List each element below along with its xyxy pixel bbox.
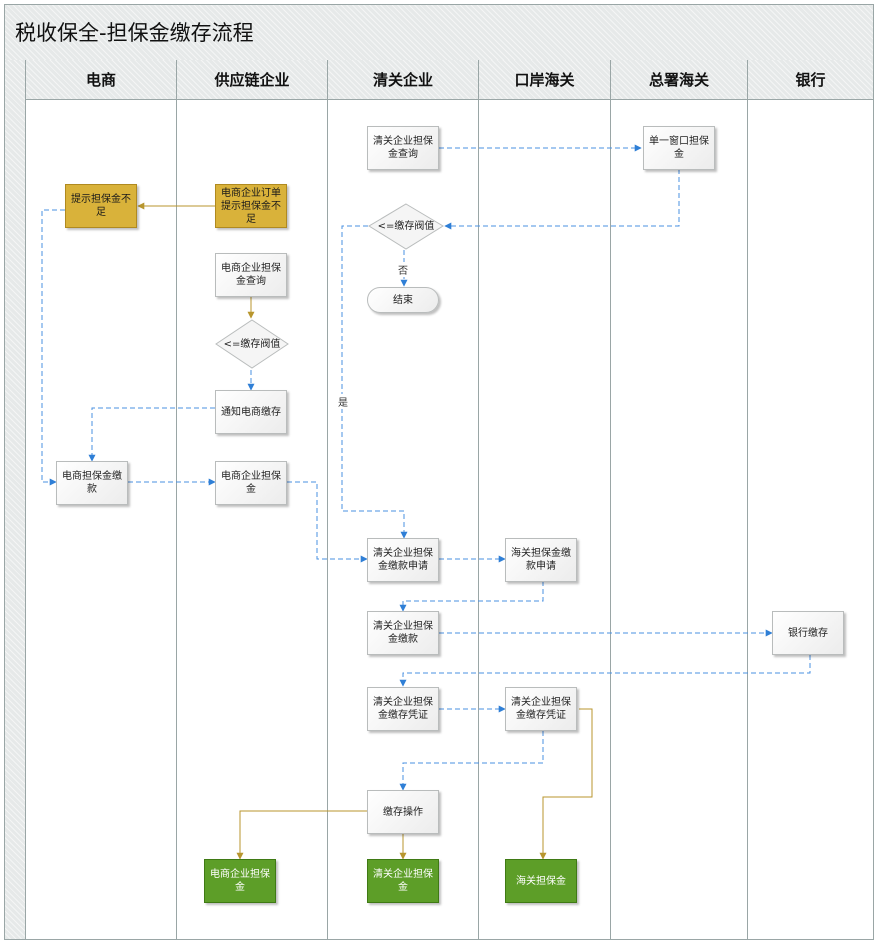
order-insufficient-alert-node: 电商企业订单提示担保金不足: [215, 184, 287, 228]
broker-deposit-output-node: 清关企业担保金: [367, 859, 439, 903]
lane-divider: [478, 100, 479, 939]
yes-label: 是: [338, 394, 348, 409]
end-node: 结束: [367, 287, 439, 313]
edge-kahg-voucher-to-operate: [399, 731, 544, 791]
broker-threshold-decision-label: <=缴存阀值: [377, 220, 435, 232]
diagram-frame: 税收保全-担保金缴存流程 电商 供应链企业 清关企业 口岸海关 总署海关 银行: [4, 4, 874, 940]
lane-header-bank: 银行: [748, 60, 873, 100]
bank-deposit-node: 银行缴存: [772, 611, 844, 655]
lane-divider: [747, 100, 748, 939]
lane-divider: [327, 100, 328, 939]
ecommerce-payment-node: 电商担保金缴款: [56, 461, 128, 505]
connector-layer: [41, 144, 811, 860]
edge-gyl-deposit-to-apply: [287, 481, 368, 563]
lane-header-customs-broker: 清关企业: [328, 60, 479, 100]
insufficient-deposit-alert-node: 提示担保金不足: [65, 184, 137, 228]
broker-payment-request-node: 清关企业担保金缴款申请: [367, 538, 439, 582]
edge-kahg-voucher-to-out-hg: [539, 708, 593, 860]
customs-deposit-output-node: 海关担保金: [505, 859, 577, 903]
edge-notify-to-ds-pay: [88, 407, 215, 462]
edge-decision-yes-to-apply: [341, 225, 408, 539]
lane-header-port-customs: 口岸海关: [479, 60, 611, 100]
lane-header-general-customs: 总署海关: [611, 60, 748, 100]
edge-bank-to-voucher: [399, 655, 811, 687]
broker-voucher-node: 清关企业担保金缴存凭证: [367, 687, 439, 731]
no-label: 否: [398, 262, 408, 277]
ecommerce-deposit-query-node: 电商企业担保金查询: [215, 253, 287, 297]
edge-kahg-to-qg-pay: [399, 581, 544, 612]
customs-voucher-node: 清关企业担保金缴存凭证: [505, 687, 577, 731]
title-bar: 税收保全-担保金缴存流程: [5, 5, 873, 61]
diagram-title: 税收保全-担保金缴存流程: [15, 21, 254, 45]
edge-operate-to-out-ds: [236, 810, 367, 860]
lane-header-supply-chain: 供应链企业: [177, 60, 328, 100]
decision-diamond-supply-chain: [215, 319, 289, 369]
broker-deposit-query-node: 清关企业担保金查询: [367, 126, 439, 170]
single-window-deposit-node: 单一窗口担保金: [643, 126, 715, 170]
ecommerce-deposit-output-node: 电商企业担保金: [204, 859, 276, 903]
notify-ecommerce-node: 通知电商缴存: [215, 390, 287, 434]
pool-strip: [5, 60, 26, 939]
customs-payment-request-node: 海关担保金缴款申请: [505, 538, 577, 582]
ecommerce-deposit-node: 电商企业担保金: [215, 461, 287, 505]
deposit-operation-node: 缴存操作: [367, 790, 439, 834]
edge-single-window-to-decision: [444, 169, 680, 230]
broker-payment-node: 清关企业担保金缴款: [367, 611, 439, 655]
decision-diamond-broker: [368, 203, 444, 250]
lane-header-ecommerce: 电商: [26, 60, 177, 100]
supply-threshold-decision-label: <=缴存阀值: [223, 338, 281, 350]
edge-alert-to-ds-pay: [41, 209, 65, 486]
lane-divider: [176, 100, 177, 939]
lane-divider: [610, 100, 611, 939]
